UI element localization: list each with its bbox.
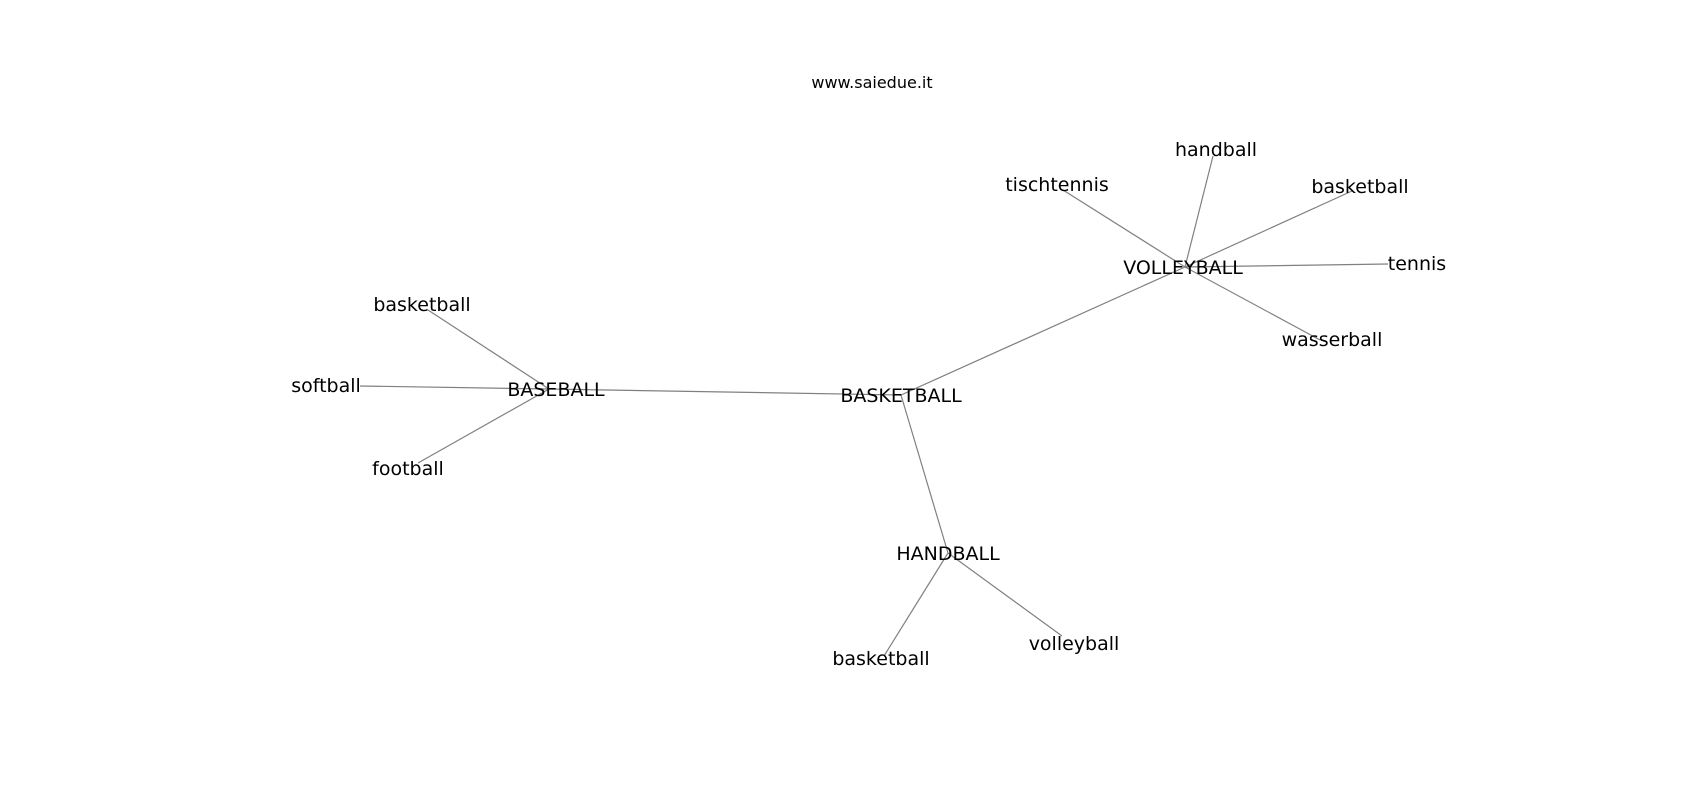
node-label-volleyball-handball: handball: [1175, 139, 1257, 161]
node-label-handball-hub: HANDBALL: [896, 543, 1000, 565]
edge-baseball_hub-baseball_softball: [359, 385, 550, 390]
edge-baseball_hub-baseball_basketball: [427, 309, 550, 390]
site-watermark: www.saiedue.it: [811, 73, 932, 92]
node-label-baseball-hub: BASEBALL: [507, 379, 605, 401]
edge-handball_hub-handball_basketball: [883, 552, 949, 657]
edge-basketball_hub-volleyball_hub: [900, 266, 1186, 396]
node-label-volleyball-tischtennis: tischtennis: [1005, 174, 1109, 196]
edge-volleyball_hub-volleyball_tischtennis: [1062, 189, 1186, 268]
edge-baseball_hub-baseball_football: [417, 388, 550, 464]
node-label-baseball-softball: softball: [291, 375, 361, 397]
node-label-baseball-football: football: [372, 458, 444, 480]
edge-group: [359, 155, 1389, 657]
node-label-baseball-basketball: basketball: [373, 294, 470, 316]
edge-volleyball_hub-volleyball_basketball: [1184, 190, 1353, 268]
node-label-basketball-hub: BASKETBALL: [840, 385, 962, 407]
edge-volleyball_hub-volleyball_tennis: [1184, 263, 1389, 268]
node-label-volleyball-basketball: basketball: [1311, 176, 1408, 198]
edge-basketball_hub-baseball_hub: [548, 388, 902, 396]
node-label-volleyball-wasserball: wasserball: [1282, 329, 1383, 351]
node-label-handball-volleyball: volleyball: [1029, 633, 1120, 655]
node-label-volleyball-hub: VOLLEYBALL: [1123, 257, 1243, 279]
node-group: BASKETBALL BASEBALL VOLLEYBALL HANDBALL bask…: [291, 139, 1446, 670]
edge-handball_hub-handball_volleyball: [947, 552, 1063, 637]
edge-volleyball_hub-volleyball_handball: [1184, 155, 1214, 268]
node-label-handball-basketball: basketball: [832, 648, 929, 670]
node-label-volleyball-tennis: tennis: [1388, 253, 1446, 275]
edge-volleyball_hub-volleyball_wasserball: [1184, 266, 1321, 341]
edge-basketball_hub-handball_hub: [900, 394, 949, 554]
